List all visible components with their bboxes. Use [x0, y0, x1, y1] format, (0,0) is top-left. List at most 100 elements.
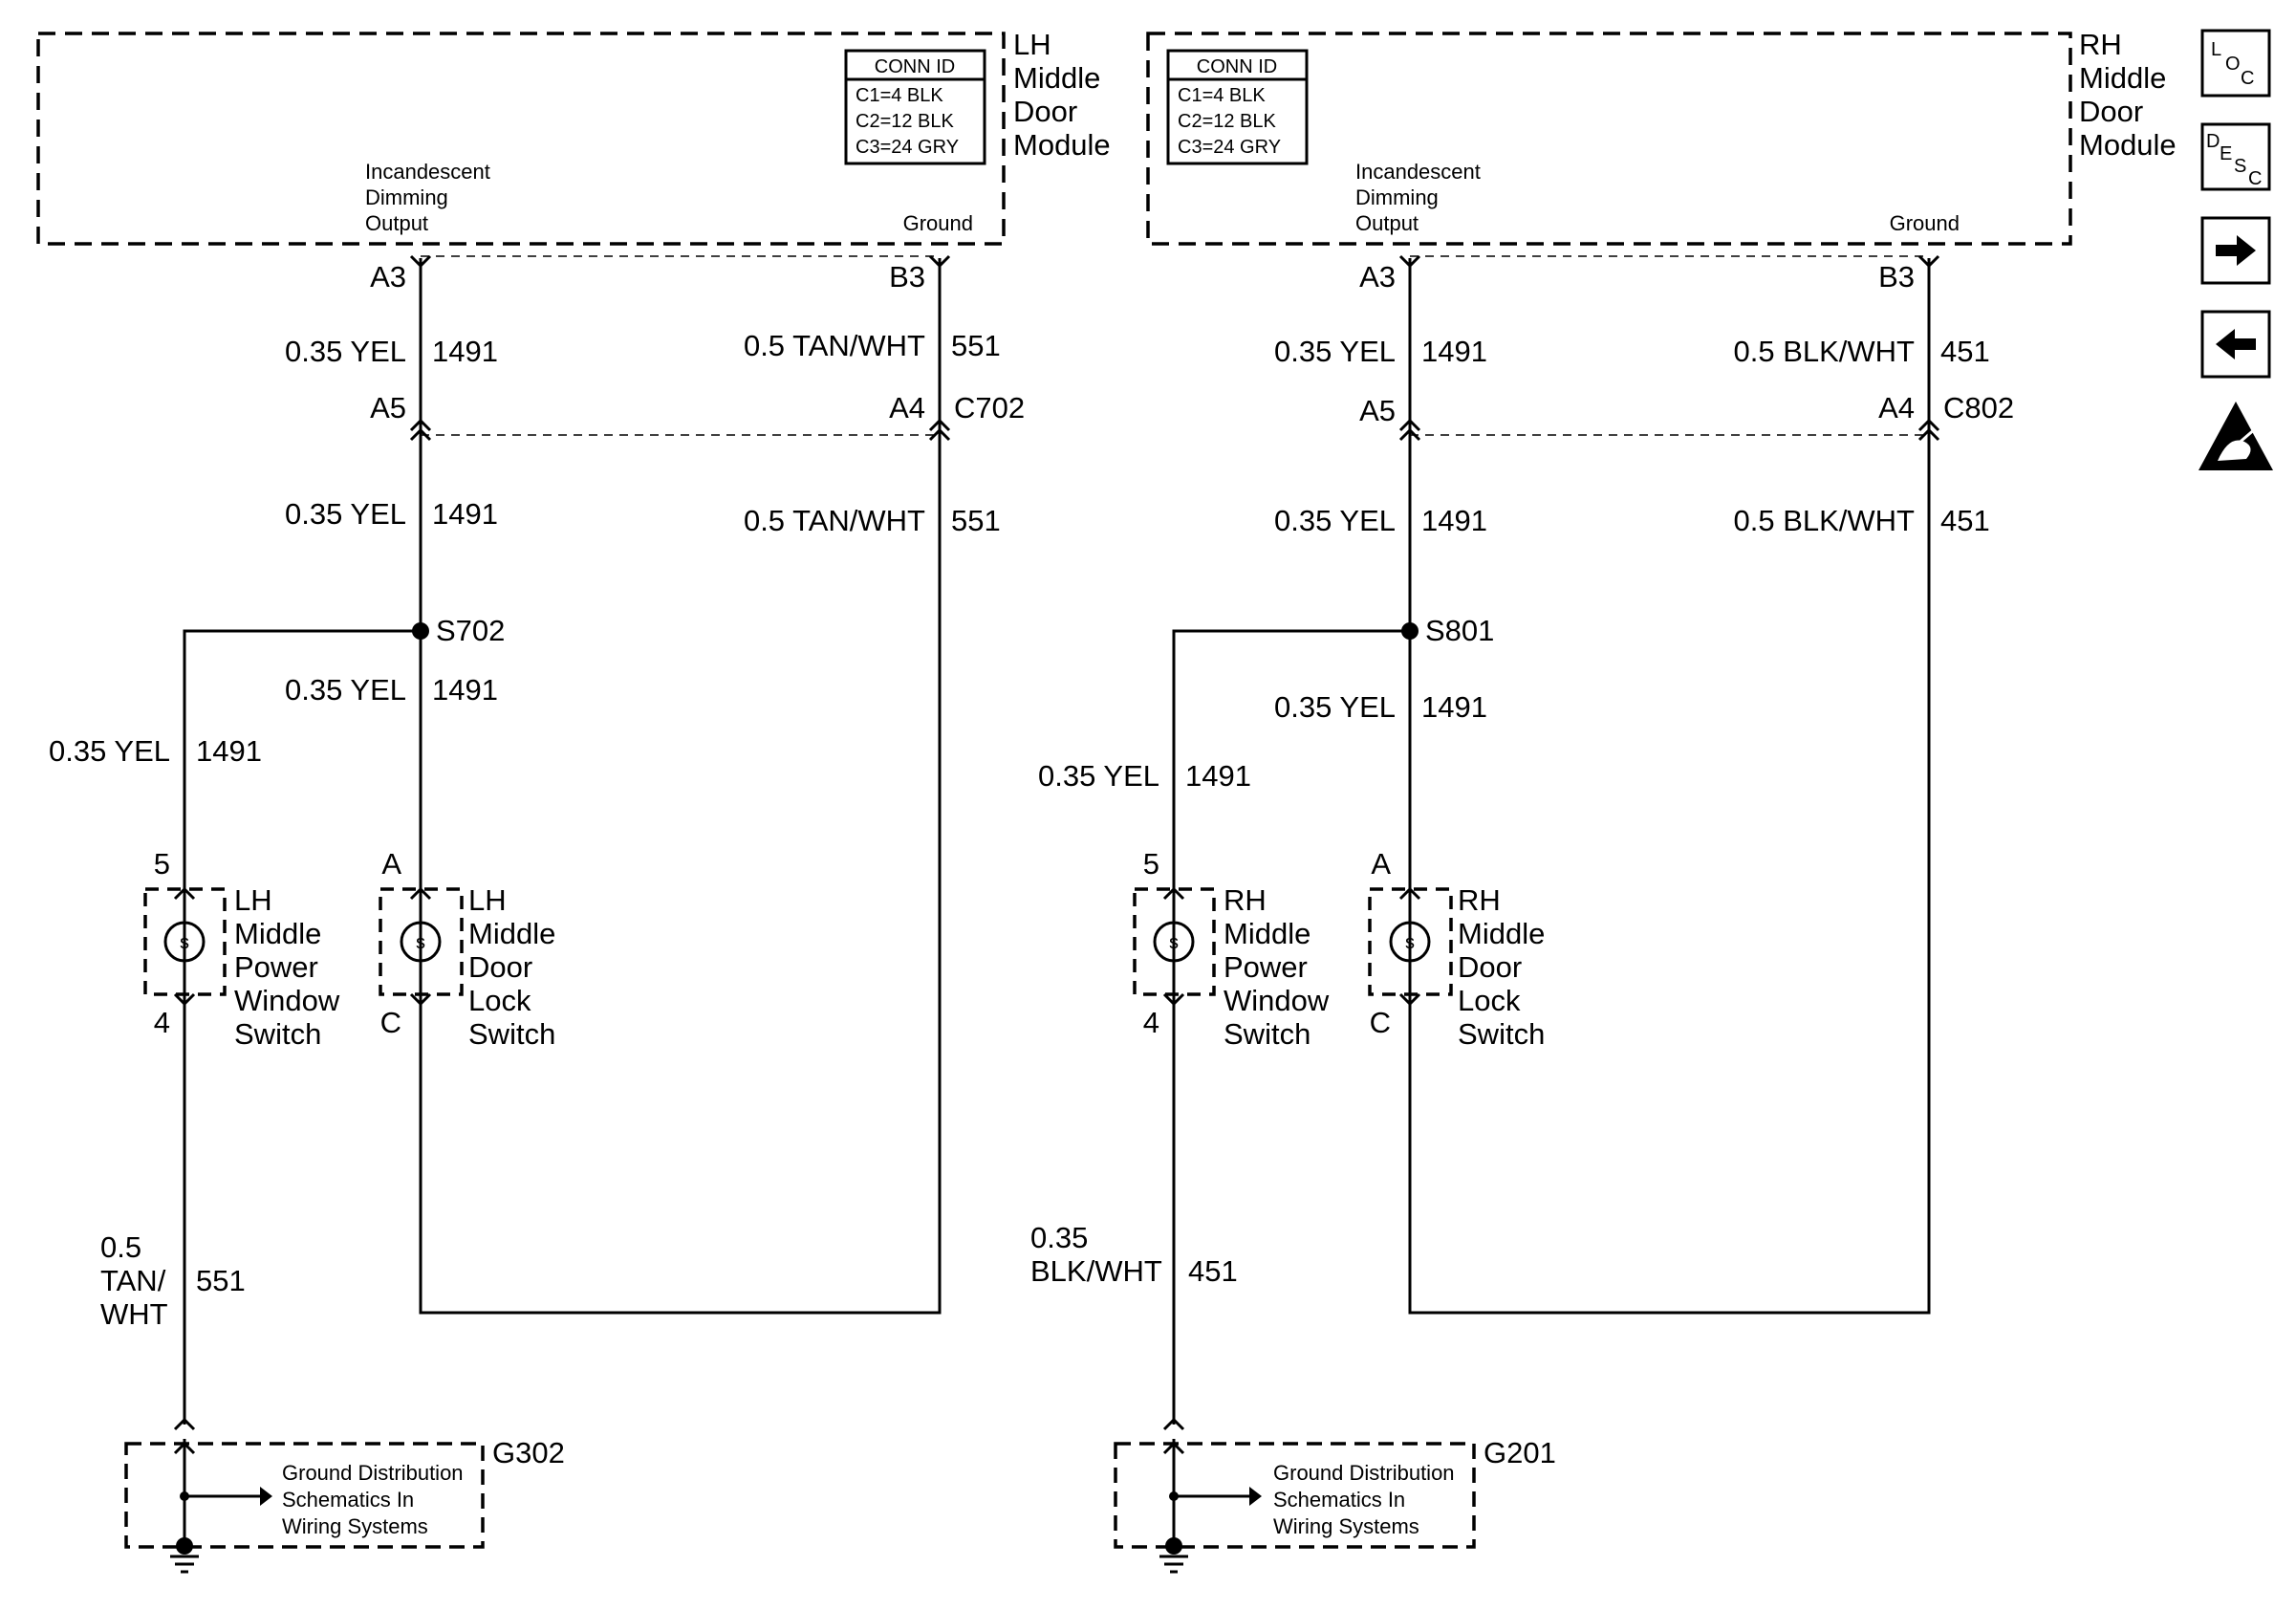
lh-pin-a4: A4 [889, 391, 925, 424]
lh-wire-mid-left-size: 0.35 YEL [285, 497, 406, 531]
rh-door-lock-switch: s A C RH Middle Door Lock Switch [1368, 847, 1545, 1051]
rh-ground-text-1: Ground Distribution [1273, 1461, 1455, 1485]
next-button[interactable] [2200, 216, 2271, 285]
lh-conn-id-row-3: C3=24 GRY [856, 137, 959, 158]
lh-ground-id: G302 [492, 1436, 565, 1469]
lh-pw-label-2: Middle [234, 917, 321, 950]
rh-pw-lamp-icon [1153, 921, 1195, 963]
lh-wire-top-left-size: 0.35 YEL [285, 335, 406, 368]
rh-wire-branch-circuit: 1491 [1185, 759, 1251, 793]
rh-wire-top-right-circuit: 451 [1940, 335, 1990, 368]
desc-button[interactable]: D E S C [2200, 122, 2271, 191]
rh-conn-id-row-1: C1=4 BLK [1178, 85, 1266, 106]
rh-wire-ground-size-2: BLK/WHT [1030, 1254, 1162, 1288]
rh-dl-pin-top: A [1371, 847, 1391, 881]
lh-conn-id-row-2: C2=12 BLK [856, 111, 955, 132]
lh-wire-551-return [419, 258, 942, 1315]
rh-module-title-1: RH [2079, 28, 2122, 61]
lh-pw-label-4: Window [234, 984, 340, 1017]
svg-text:C: C [2248, 168, 2262, 189]
svg-text:s: s [180, 932, 189, 953]
lh-module-box [36, 32, 1006, 246]
lh-wire-mid-left-circuit: 1491 [432, 497, 498, 531]
lh-pw-label-1: LH [234, 883, 272, 917]
rh-wire-mid-left-circuit: 1491 [1421, 504, 1487, 537]
lh-dl-label-3: Door [468, 950, 532, 984]
rh-wire-splice-down-circuit: 1491 [1421, 690, 1487, 724]
lh-output-label-1: Incandescent [365, 160, 490, 184]
rh-conn-id-row-2: C2=12 BLK [1178, 111, 1277, 132]
rh-ground-g201: G201 Ground Distribution Schematics In W… [1114, 1436, 1556, 1574]
lh-ground-label: Ground [903, 211, 973, 235]
lh-wire-mid-right-size: 0.5 TAN/WHT [744, 504, 925, 537]
lh-conn-id-row-1: C1=4 BLK [856, 85, 943, 106]
lh-conn-id-box [844, 49, 986, 165]
lh-output-label-2: Dimming [365, 185, 448, 209]
rh-conn-id-box [1166, 49, 1309, 165]
lh-conn-id-header: CONN ID [875, 56, 955, 77]
lh-power-window-switch: s 5 4 LH Middle Power Window Switch [143, 847, 340, 1051]
lh-pw-label-5: Switch [234, 1017, 321, 1051]
rh-dl-label-5: Switch [1458, 1017, 1545, 1051]
rh-connector-c802: C802 [1943, 391, 2014, 424]
lh-wire-top-right-size: 0.5 TAN/WHT [744, 329, 925, 362]
rh-pin-a5: A5 [1359, 394, 1396, 427]
loc-button[interactable]: L O C [2200, 29, 2271, 98]
lh-module-title-3: Door [1013, 95, 1077, 128]
rh-wire-ground-size-1: 0.35 [1030, 1221, 1088, 1254]
lh-pin-b3: B3 [889, 260, 925, 294]
lh-wire-top-left-circuit: 1491 [432, 335, 498, 368]
lh-module-title-4: Module [1013, 128, 1111, 162]
rh-splice-label: S801 [1425, 614, 1494, 647]
lh-wire-1491-branch [183, 629, 421, 880]
lh-pw-pin-bottom: 4 [154, 1006, 170, 1039]
lh-splice-s702 [412, 622, 429, 640]
lh-splice-label: S702 [436, 614, 505, 647]
rh-dl-label-4: Lock [1458, 984, 1521, 1017]
rh-ground-ref-arrow [1249, 1487, 1262, 1506]
rh-wire-top-right-size: 0.5 BLK/WHT [1734, 335, 1916, 368]
lh-dl-label-5: Switch [468, 1017, 555, 1051]
lh-wire-ground-circuit: 551 [196, 1264, 246, 1297]
lh-dl-pin-top: A [381, 847, 401, 881]
rh-wire-splice-down-size: 0.35 YEL [1274, 690, 1396, 724]
previous-button[interactable] [2200, 310, 2271, 379]
rh-ground-text-3: Wiring Systems [1273, 1514, 1419, 1538]
rh-pw-label-2: Middle [1224, 917, 1310, 950]
lh-wire-ground-size-2: TAN/ [100, 1264, 166, 1297]
svg-text:S: S [2234, 156, 2246, 177]
svg-text:O: O [2225, 54, 2241, 75]
rh-wire-branch-size: 0.35 YEL [1038, 759, 1159, 793]
lh-ground-g302: G302 Ground Distribution Schematics In W… [124, 1436, 565, 1574]
rh-pin-b3: B3 [1878, 260, 1915, 294]
rh-module-title-4: Module [2079, 128, 2177, 162]
esd-warning [2199, 402, 2273, 470]
lh-pw-label-3: Power [234, 950, 318, 984]
rh-dl-label-2: Middle [1458, 917, 1545, 950]
rh-pin-a4: A4 [1878, 391, 1915, 424]
lh-ground-ref-arrow [260, 1487, 272, 1506]
lh-door-lock-switch: s A C LH Middle Door Lock Switch [379, 847, 555, 1051]
lh-ground-text-3: Wiring Systems [282, 1514, 428, 1538]
rh-ground-text-2: Schematics In [1273, 1488, 1405, 1512]
rh-pw-label-5: Switch [1224, 1017, 1310, 1051]
rh-wire-mid-right-size: 0.5 BLK/WHT [1734, 504, 1916, 537]
esd-icon [2199, 402, 2273, 470]
loc-icon: L O C [2211, 39, 2254, 89]
lh-wire-ground-size-1: 0.5 [100, 1230, 141, 1264]
rh-terminal-marks [1162, 254, 1940, 1431]
rh-module-box [1146, 32, 2072, 246]
lh-dl-label-1: LH [468, 883, 507, 917]
rh-pin-a3: A3 [1359, 260, 1396, 294]
lh-dl-lamp-icon [400, 921, 442, 963]
lh-wire-branch-circuit: 1491 [196, 734, 262, 768]
rh-wire-top-left-circuit: 1491 [1421, 335, 1487, 368]
rh-output-label-3: Output [1355, 211, 1419, 235]
rh-wire-mid-left-size: 0.35 YEL [1274, 504, 1396, 537]
svg-text:s: s [1169, 932, 1179, 953]
svg-text:s: s [416, 932, 425, 953]
rh-module-title-3: Door [2079, 95, 2143, 128]
lh-module-title-1: LH [1013, 28, 1051, 61]
rh-dl-lamp-icon [1389, 921, 1431, 963]
